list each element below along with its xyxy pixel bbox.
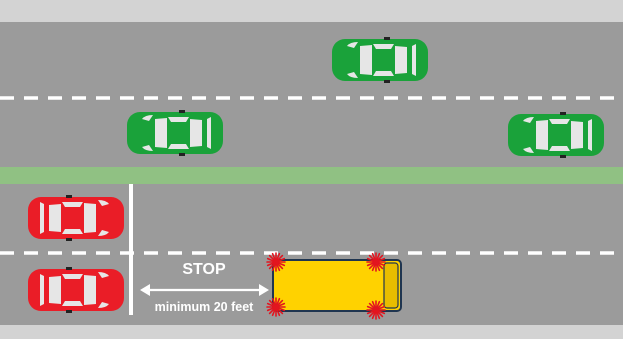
warning-light-rear-top [267, 253, 285, 271]
warning-light-front-bottom [367, 301, 385, 319]
stop-label: STOP [174, 261, 234, 279]
warning-light-front-top [367, 253, 385, 271]
stop-line [129, 184, 133, 315]
car-red-stopped-1 [28, 195, 124, 241]
distance-label: minimum 20 feet [140, 300, 268, 314]
car-red-stopped-2 [28, 267, 124, 313]
warning-light-rear-bottom [267, 298, 285, 316]
car-green-oncoming-3 [508, 112, 604, 158]
car-green-oncoming-1 [332, 37, 428, 83]
car-green-oncoming-2 [127, 110, 223, 156]
median-strip [0, 167, 623, 184]
